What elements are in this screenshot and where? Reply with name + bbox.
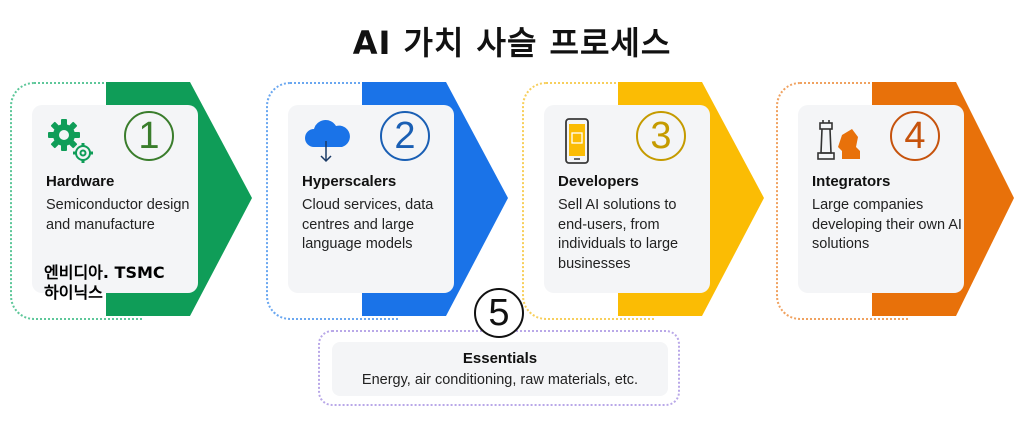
stage-description: Semiconductor design and manufacture [46,197,190,233]
essentials-card: Essentials Energy, air conditioning, raw… [332,342,668,396]
stage-title: Hyperscalers [302,173,397,190]
stage-title: Integrators [812,173,891,190]
stage-card: 1 Hardware Semiconductor design and manu… [32,105,198,302]
step-number-badge: 5 [474,288,524,338]
stage-card: 3 Developers Sell AI solutions to end-us… [544,105,710,293]
note-line: 하이닉스 [44,283,103,302]
step-number-badge: 1 [124,111,174,161]
stage-hyperscalers: 2 Hyperscalers Cloud services, data cent… [266,80,514,320]
company-note: 엔비디아. TSMC 하이닉스 [44,263,165,303]
page-title: AI 가치 사슬 프로세스 [352,24,672,62]
stage-description: Large companies developing their own AI … [812,197,962,252]
stage-integrators: 4 Integrators Large companies developing… [776,80,1024,320]
chess-pieces-icon [812,117,864,167]
note-line: 엔비디아. TSMC [44,263,165,282]
stage-description: Cloud services, data centres and large l… [302,197,434,252]
stage-developers: 3 Developers Sell AI solutions to end-us… [522,80,770,320]
stage-title: Developers [558,173,639,190]
stage-hardware: 1 Hardware Semiconductor design and manu… [10,80,258,320]
step-number-badge: 2 [380,111,430,161]
stage-card: 4 Integrators Large companies developing… [798,105,964,293]
dotted-outline [522,82,654,320]
dotted-outline [10,82,142,320]
stage-description: Sell AI solutions to end-users, from ind… [558,197,679,272]
stage-title: Hardware [46,173,115,190]
gears-icon [46,117,98,167]
cloud-download-icon [302,117,354,167]
essentials-description: Energy, air conditioning, raw materials,… [361,372,639,388]
stage-card: 2 Hyperscalers Cloud services, data cent… [288,105,454,293]
step-number-badge: 4 [890,111,940,161]
essentials-box: Essentials Energy, air conditioning, raw… [318,330,680,406]
dotted-outline [266,82,398,320]
step-number-badge: 3 [636,111,686,161]
essentials-title: Essentials [462,350,538,367]
mobile-phone-icon [558,117,610,167]
dotted-outline [776,82,908,320]
